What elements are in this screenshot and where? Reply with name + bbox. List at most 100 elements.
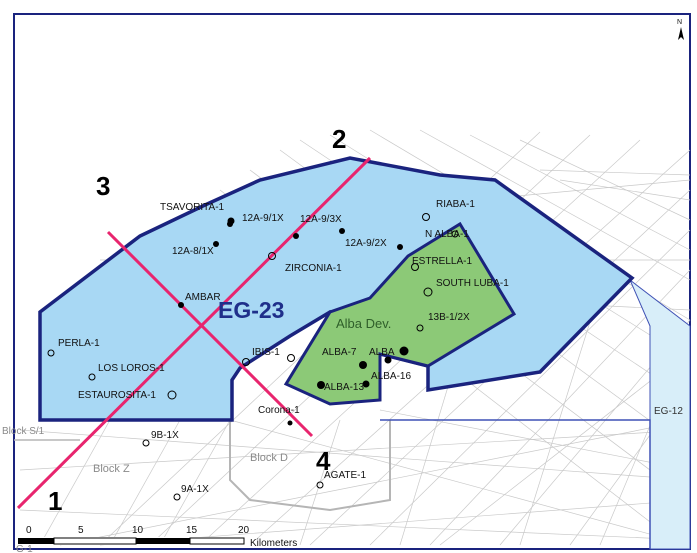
svg-text:N ALBA-1: N ALBA-1: [425, 229, 469, 240]
svg-text:13B-1/2X: 13B-1/2X: [428, 312, 470, 323]
well-symbol-icon: [397, 244, 403, 250]
well-symbol-icon: [359, 361, 367, 369]
scale-tick-5: 5: [78, 525, 84, 536]
scale-unit: Kilometers: [250, 538, 297, 549]
well-9a-1x[interactable]: 9A-1X: [173, 484, 209, 501]
grid-line: [539, 169, 691, 176]
well-symbol-icon: [142, 439, 150, 447]
svg-text:12A-8/1X: 12A-8/1X: [172, 246, 214, 257]
well-corona-1[interactable]: Corona-1: [258, 405, 300, 426]
well-alba-16[interactable]: ALBA-16: [362, 371, 412, 388]
grid-line: [519, 289, 601, 546]
section-line-1-2: [16, 156, 372, 510]
grid-line: [369, 229, 691, 546]
scale-bar: 0 5 10 15 20 Kilometers: [16, 525, 297, 549]
svg-text:RIABA-1: RIABA-1: [436, 199, 475, 210]
well-symbol-icon: [268, 252, 276, 260]
svg-text:Corona-1: Corona-1: [258, 405, 300, 416]
eg12-label: EG-12: [654, 406, 683, 417]
alba-dev-label: Alba Dev.: [336, 316, 391, 331]
block-outline: [380, 419, 651, 549]
grid-line: [39, 419, 111, 546]
well-estrella-1[interactable]: ESTRELLA-1: [411, 256, 473, 271]
svg-text:ESTRELLA-1: ESTRELLA-1: [412, 256, 472, 267]
wells-layer: TSAVORITA-1 12A-9/1X 12A-9/3X 12A-8/1X 1…: [47, 199, 509, 501]
eg23-block-label: EG-23: [218, 297, 284, 323]
well-symbol-icon: [167, 390, 177, 400]
grid-line: [159, 419, 231, 546]
eg12-block: [628, 278, 691, 550]
svg-text:ALBA-13: ALBA-13: [324, 382, 364, 393]
svg-text:ALBA-16: ALBA-16: [371, 371, 411, 382]
well-ambar[interactable]: AMBAR: [178, 292, 221, 308]
svg-text:SOUTH LUBA-1: SOUTH LUBA-1: [436, 278, 509, 289]
well-symbol-icon: [88, 373, 96, 381]
well-symbol-icon: [339, 228, 345, 234]
grid-line: [519, 139, 691, 221]
well-symbol-icon: [287, 420, 293, 426]
well-ibis-1[interactable]: IBIS-1: [242, 347, 295, 366]
grid-line: [229, 419, 691, 546]
svg-text:AGATE-1: AGATE-1: [324, 470, 366, 481]
scale-tick-10: 10: [132, 525, 144, 536]
well-symbol-icon: [451, 230, 459, 238]
grid-line: [419, 129, 691, 281]
well-12a-9-3x[interactable]: 12A-9/3X: [293, 214, 342, 239]
svg-text:ALBA-7: ALBA-7: [322, 347, 357, 358]
grid-line: [559, 179, 691, 201]
well-symbol-icon: [411, 263, 419, 271]
well-symbol-icon: [47, 349, 55, 357]
north-arrow-icon: N: [677, 19, 684, 40]
svg-text:12A-9/3X: 12A-9/3X: [300, 214, 342, 225]
well-alba-13[interactable]: ALBA-13: [317, 381, 364, 393]
well-alba[interactable]: ALBA: [369, 346, 409, 364]
svg-text:IBIS-1: IBIS-1: [252, 347, 280, 358]
svg-text:ALBA: ALBA: [369, 347, 395, 358]
well-estaurosita-1[interactable]: ESTAUROSITA-1: [78, 390, 177, 401]
bottom-block-label: G-1: [16, 544, 33, 553]
grid-line: [109, 419, 181, 546]
well-symbol-icon: [416, 324, 424, 332]
section-line-3-4: [106, 230, 314, 438]
svg-text:9A-1X: 9A-1X: [181, 484, 209, 495]
well-12a-8-1x[interactable]: 12A-8/1X: [172, 241, 219, 257]
well-n-alba-1[interactable]: N ALBA-1: [425, 229, 469, 240]
well-south-luba-1[interactable]: SOUTH LUBA-1: [423, 278, 509, 297]
well-9b-1x[interactable]: 9B-1X: [142, 430, 179, 447]
grid-line: [19, 509, 691, 541]
svg-text:12A-9/2X: 12A-9/2X: [345, 238, 387, 249]
well-symbol-icon: [242, 358, 250, 366]
north-arrow-label: N: [677, 19, 682, 26]
well-symbol-icon: [317, 381, 325, 389]
well-symbol-icon: [362, 380, 370, 388]
svg-text:ESTAUROSITA-1: ESTAUROSITA-1: [78, 390, 156, 401]
grid-line: [469, 134, 691, 251]
well-agate-1[interactable]: AGATE-1: [316, 470, 366, 489]
well-symbol-icon: [213, 241, 219, 247]
block-d-label: Block D: [250, 452, 288, 464]
well-13b-1-2x[interactable]: 13B-1/2X: [416, 312, 470, 332]
well-symbol-icon: [293, 233, 299, 239]
well-perla-1[interactable]: PERLA-1: [47, 338, 100, 357]
svg-text:12A-9/1X: 12A-9/1X: [242, 213, 284, 224]
section-number-1: 1: [48, 486, 62, 516]
eg23-block: [38, 156, 635, 422]
well-zirconia-1[interactable]: ZIRCONIA-1: [268, 252, 343, 275]
well-symbol-icon: [227, 221, 233, 227]
well-alba-7[interactable]: ALBA-7: [322, 347, 367, 369]
svg-text:LOS LOROS-1: LOS LOROS-1: [98, 363, 165, 374]
scale-tick-0: 0: [26, 525, 32, 536]
well-12a-9-2x[interactable]: 12A-9/2X: [339, 228, 403, 250]
well-riaba-1[interactable]: RIABA-1: [422, 199, 476, 221]
well-12a-9-1x[interactable]: 12A-9/1X: [227, 213, 284, 227]
block-d-outline: [229, 420, 391, 512]
block-z-label: Block Z: [93, 463, 130, 475]
well-symbol-icon: [178, 302, 184, 308]
well-symbol-icon: [422, 213, 430, 221]
svg-text:PERLA-1: PERLA-1: [58, 338, 100, 349]
well-los-loros-1[interactable]: LOS LOROS-1: [88, 363, 165, 381]
alba-development-area: [283, 221, 517, 406]
grid-line: [59, 419, 691, 546]
svg-text:AMBAR: AMBAR: [185, 292, 221, 303]
